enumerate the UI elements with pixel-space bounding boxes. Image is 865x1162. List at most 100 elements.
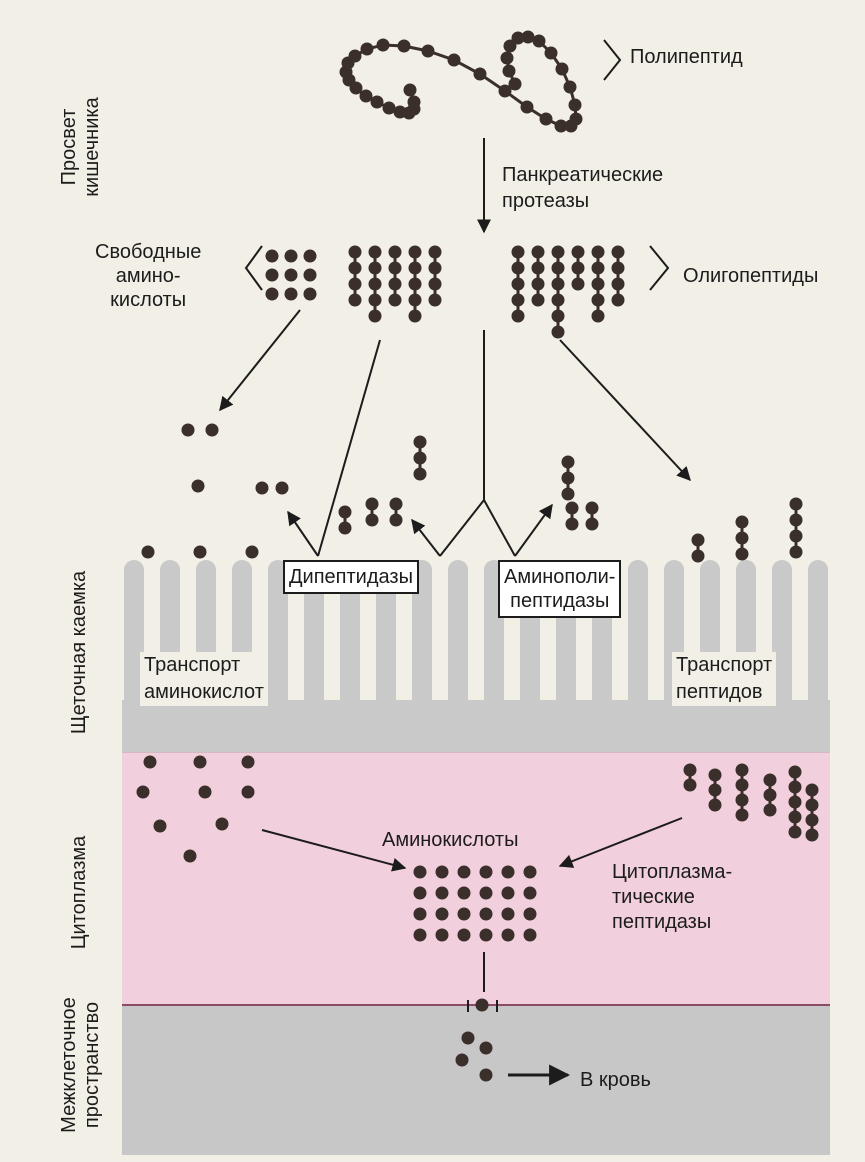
amino-acid-residue <box>789 811 802 824</box>
amino-acid-residue <box>349 278 362 291</box>
lumen-side-label: Просвет кишечника <box>58 62 104 232</box>
amino-acid-residue <box>592 310 605 323</box>
cytoplasm-side-label: Цитоплазма <box>68 810 91 975</box>
amino-acid-residue <box>476 999 489 1012</box>
amino-acid-residue <box>339 522 352 535</box>
dipeptidases-box: Дипептидазы <box>283 560 419 594</box>
amino-acid-residue <box>182 424 195 437</box>
amino-acid-residue <box>552 278 565 291</box>
amino-acid-residue <box>436 866 449 879</box>
amino-acid-residue <box>414 436 427 449</box>
amino-acid-residue <box>339 506 352 519</box>
amino-acid-residue <box>422 45 435 58</box>
free-amino-acids-label: Свободные амино- кислоты <box>95 240 201 312</box>
peptide-arrow <box>560 340 690 480</box>
amino-acid-residue <box>142 546 155 559</box>
amino-acid-residue <box>612 246 625 259</box>
amino-acid-residue <box>562 472 575 485</box>
amino-acid-residue <box>806 814 819 827</box>
amino-acid-residue <box>789 826 802 839</box>
amino-acid-residue <box>524 866 537 879</box>
amino-acid-residue <box>736 532 749 545</box>
amino-acid-residue <box>512 262 525 275</box>
amino-acid-residue <box>692 534 705 547</box>
amino-acid-residue <box>266 269 279 282</box>
amino-acid-residue <box>414 908 427 921</box>
amino-acid-residue <box>502 866 515 879</box>
amino-acid-residue <box>256 482 269 495</box>
amino-acid-residue <box>509 78 522 91</box>
amino-acid-residue <box>480 866 493 879</box>
amino-acid-residue <box>206 424 219 437</box>
amino-acid-residue <box>154 820 167 833</box>
amino-acid-residue <box>736 516 749 529</box>
amino-acid-residue <box>790 498 803 511</box>
amino-acid-residue <box>552 326 565 339</box>
amino-acid-residue <box>612 262 625 275</box>
aminopeptidase-product-arrow <box>515 505 552 556</box>
amino-acid-residue <box>409 294 422 307</box>
amino-acid-residue <box>512 278 525 291</box>
amino-acid-residue <box>285 269 298 282</box>
polypeptide-bracket <box>604 40 620 80</box>
amino-acid-residue <box>448 54 461 67</box>
amino-acid-residue <box>764 789 777 802</box>
amino-acid-residue <box>458 929 471 942</box>
aminopolypeptidases-box: Аминополи- пептидазы <box>498 560 621 618</box>
amino-acid-residue <box>436 929 449 942</box>
amino-acid-residue <box>349 262 362 275</box>
amino-acid-residue <box>389 294 402 307</box>
amino-acid-residue <box>736 794 749 807</box>
amino-acid-residue <box>502 908 515 921</box>
amino-acid-residue <box>304 269 317 282</box>
amino-acid-residue <box>390 514 403 527</box>
amino-acid-residue <box>246 546 259 559</box>
amino-acid-residue <box>349 50 362 63</box>
amino-acid-residue <box>429 294 442 307</box>
amino-acid-residue <box>532 294 545 307</box>
oligopeptides-label: Олигопептиды <box>683 264 818 288</box>
amino-acid-residue <box>569 99 582 112</box>
amino-acid-residue <box>480 929 493 942</box>
amino-acid-residue <box>592 294 605 307</box>
amino-acid-residue <box>806 784 819 797</box>
amino-acid-residue <box>369 278 382 291</box>
pancreatic-proteases-label: Панкреатические протеазы <box>502 162 663 214</box>
brush-border-side-label: Щеточная каемка <box>68 560 91 745</box>
amino-acid-residue <box>790 546 803 559</box>
amino-acid-residue <box>692 550 705 563</box>
amino-acid-residue <box>429 278 442 291</box>
amino-acid-residue <box>414 887 427 900</box>
amino-acid-residue <box>592 262 605 275</box>
amino-acid-residue <box>285 250 298 263</box>
amino-acid-residue <box>266 250 279 263</box>
free-aa-arrow <box>220 310 300 410</box>
amino-acid-residue <box>503 65 516 78</box>
amino-acid-residue <box>552 262 565 275</box>
amino-acid-residue <box>789 781 802 794</box>
amino-acid-residue <box>414 929 427 942</box>
amino-acid-residue <box>586 518 599 531</box>
amino-acid-residue <box>552 310 565 323</box>
amino-acid-residue <box>562 456 575 469</box>
aa-transport-label: Транспорт аминокислот <box>140 652 268 706</box>
amino-acid-residue <box>266 288 279 301</box>
amino-acid-residue <box>366 498 379 511</box>
amino-acid-residue <box>369 262 382 275</box>
amino-acid-residue <box>361 43 374 56</box>
amino-acid-residue <box>389 278 402 291</box>
amino-acid-residue <box>709 784 722 797</box>
amino-acid-residue <box>512 310 525 323</box>
amino-acid-residue <box>684 779 697 792</box>
amino-acid-residue <box>572 278 585 291</box>
amino-acid-residue <box>398 40 411 53</box>
amino-acid-residue <box>790 514 803 527</box>
amino-acid-residue <box>366 514 379 527</box>
amino-acid-residue <box>194 756 207 769</box>
amino-acid-residue <box>276 482 289 495</box>
amino-acid-residue <box>349 246 362 259</box>
amino-acid-residue <box>242 756 255 769</box>
peptide-transport-label: Транспорт пептидов <box>672 652 776 706</box>
amino-acid-residue <box>572 262 585 275</box>
amino-acid-residue <box>684 764 697 777</box>
